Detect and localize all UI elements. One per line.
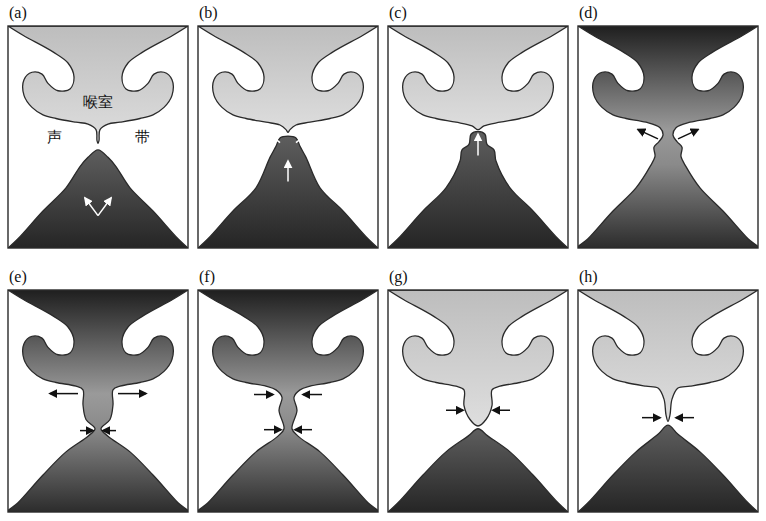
panel-letter: (g) [389, 268, 408, 286]
motion-arrow [477, 134, 479, 155]
motion-arrow [678, 130, 698, 139]
panel-frame [388, 290, 568, 512]
motion-arrow [493, 410, 510, 412]
part-label: 带 [135, 129, 150, 146]
panel-letter: (c) [389, 4, 407, 22]
panel-letter: (h) [579, 268, 598, 286]
motion-arrow [642, 417, 660, 419]
airway-open [198, 290, 378, 512]
panel-letter: (d) [579, 4, 598, 22]
motion-arrow [98, 198, 111, 216]
panel-frame [198, 26, 378, 248]
subglottal-airway [198, 136, 378, 248]
motion-arrow [118, 393, 146, 395]
motion-arrow [676, 417, 694, 419]
panel-frame [578, 290, 758, 512]
glottis-panel [386, 290, 570, 514]
motion-arrow [303, 394, 322, 396]
panel-letter: (e) [9, 268, 27, 286]
glottis-panel [386, 26, 570, 250]
motion-arrow [287, 161, 289, 181]
subglottal-airway [388, 131, 568, 248]
glottis-panel [196, 26, 380, 250]
panel-letter: (a) [9, 4, 27, 22]
supraglottal-airway [578, 290, 758, 421]
motion-arrow [254, 394, 273, 396]
motion-arrow [80, 430, 93, 432]
motion-arrow [264, 429, 281, 431]
supraglottal-airway [388, 26, 568, 130]
panel-frame [578, 26, 758, 248]
glottis-panel [576, 26, 760, 257]
supraglottal-airway [8, 26, 188, 143]
airway-open [8, 290, 188, 512]
motion-arrow [50, 393, 78, 395]
part-label: 声 [47, 129, 62, 146]
subglottal-airway [8, 150, 188, 248]
glottis-panel [196, 290, 380, 521]
motion-arrow [446, 410, 463, 412]
part-label: 喉室 [83, 94, 113, 111]
panel-frame [8, 290, 188, 512]
subglottal-airway [388, 429, 568, 512]
glottis-panel [576, 290, 760, 514]
tissue-ground [8, 26, 188, 248]
motion-arrow [103, 430, 116, 432]
subglottal-airway [578, 425, 758, 512]
motion-arrow [638, 130, 658, 139]
supraglottal-airway [198, 26, 378, 132]
motion-arrow [295, 429, 312, 431]
supraglottal-airway [388, 290, 568, 426]
panel-letter: (f) [199, 268, 215, 286]
airway-open [578, 26, 758, 248]
glottis-panel [6, 290, 190, 521]
motion-arrow [296, 130, 312, 143]
glottis-panel [6, 26, 190, 250]
panel-frame [198, 290, 378, 512]
panel-frame [8, 26, 188, 248]
motion-arrow [85, 198, 98, 216]
panel-frame [388, 26, 568, 248]
motion-arrow [264, 130, 280, 143]
panel-letter: (b) [199, 4, 218, 22]
